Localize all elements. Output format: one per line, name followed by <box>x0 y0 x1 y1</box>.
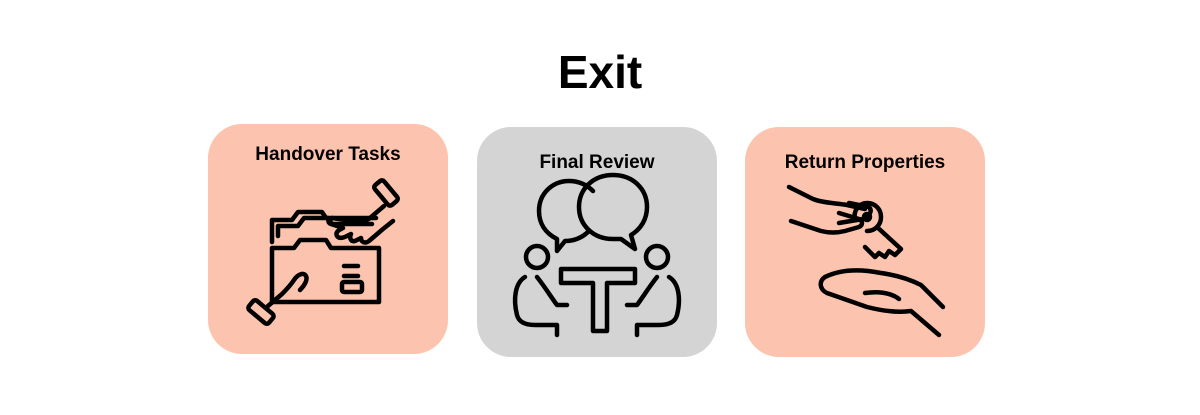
step-card-return-properties: Return Properties <box>745 127 985 357</box>
step-label: Return Properties <box>784 152 946 173</box>
step-card-final-review: Final Review <box>477 127 717 357</box>
step-label: Final Review <box>539 152 655 173</box>
step-card-handover-tasks: Handover Tasks <box>208 124 448 354</box>
folder-handover-icon <box>208 124 448 354</box>
step-label: Handover Tasks <box>255 144 401 165</box>
key-handover-icon <box>745 127 985 357</box>
diagram-title: Exit <box>557 46 643 98</box>
meeting-discussion-icon <box>477 127 717 357</box>
